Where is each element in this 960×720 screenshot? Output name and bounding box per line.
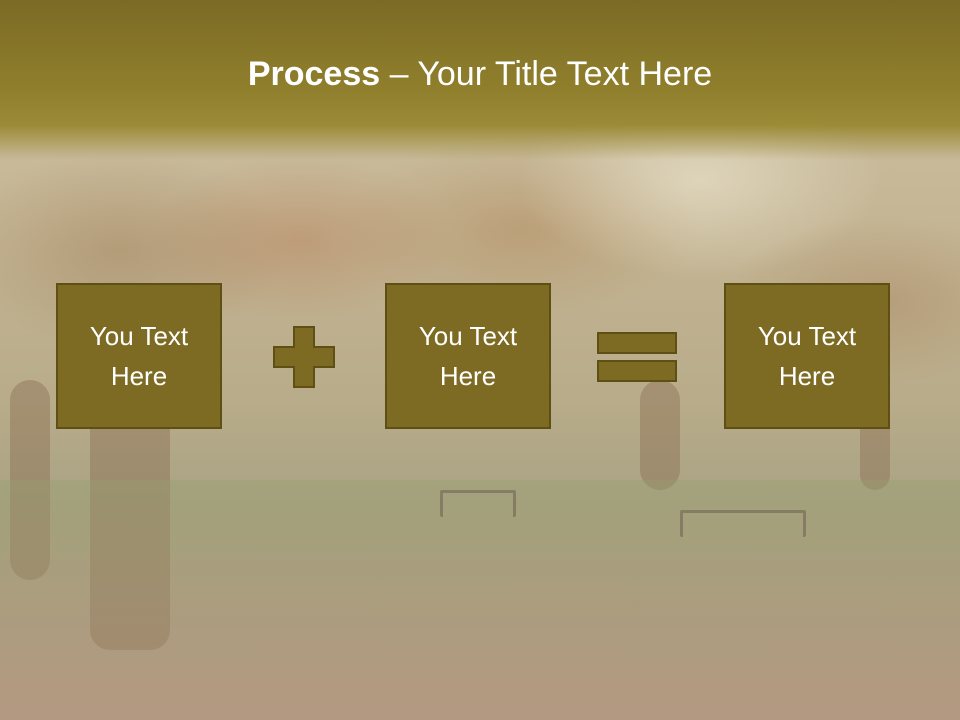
slide-title[interactable]: Process – Your Title Text Here bbox=[0, 52, 960, 96]
step-text-line: You Text bbox=[757, 321, 857, 351]
step-text-line: You Text bbox=[89, 321, 189, 351]
title-bold-text: Process bbox=[247, 55, 381, 93]
plus-icon bbox=[273, 326, 335, 388]
tree-trunk bbox=[640, 380, 680, 490]
title-bar bbox=[0, 0, 960, 160]
equals-icon bbox=[597, 332, 677, 382]
process-step-box-1[interactable]: You Text Here bbox=[56, 283, 222, 429]
bench bbox=[680, 510, 806, 537]
step-text-line: You Text bbox=[418, 321, 518, 351]
ground bbox=[0, 480, 960, 720]
step-text-line: Here bbox=[439, 361, 497, 391]
process-step-box-2[interactable]: You Text Here bbox=[385, 283, 551, 429]
bench bbox=[440, 490, 516, 517]
step-text-line: Here bbox=[778, 361, 836, 391]
process-step-box-3[interactable]: You Text Here bbox=[724, 283, 890, 429]
tree-trunk bbox=[10, 380, 50, 580]
step-text-line: Here bbox=[110, 361, 168, 391]
title-rest-text: – Your Title Text Here bbox=[380, 55, 713, 93]
